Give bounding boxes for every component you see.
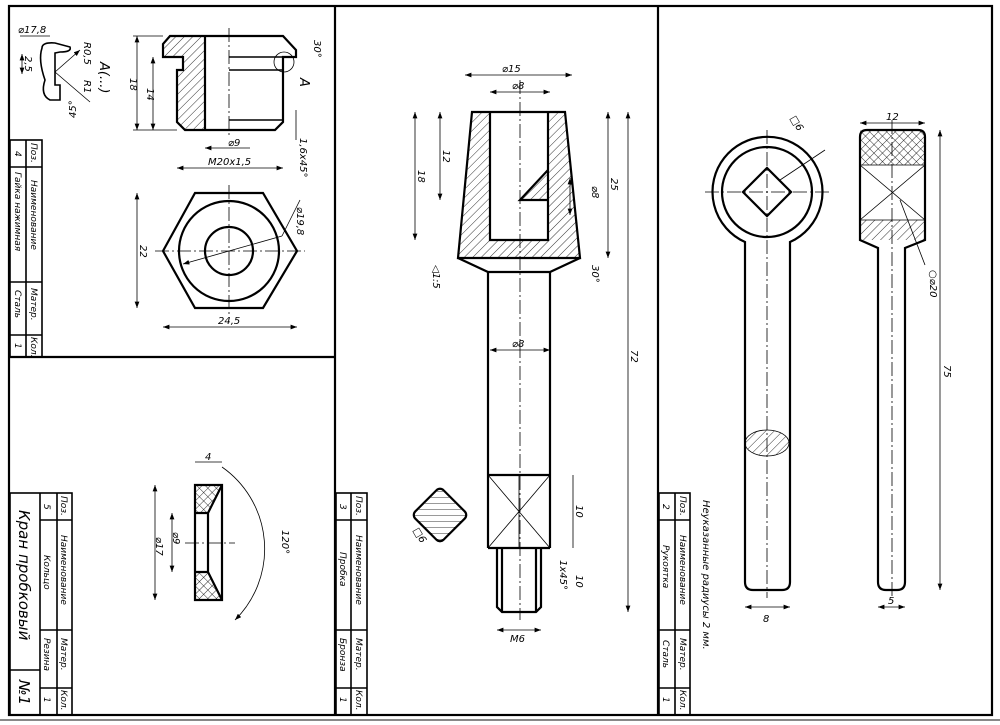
dim-d9: ⌀9 bbox=[228, 138, 240, 149]
nut-section-view: 18 14 ⌀9 M20x1,5 1,6x45° 30° A bbox=[127, 28, 322, 178]
hdr-name: Наименование bbox=[353, 535, 363, 605]
plug-view: ⌀15 ⌀8 18 12 ⌀8 25 30° ◁1:5 ⌀8 72 10 10 … bbox=[410, 64, 639, 645]
hdr-name: Наименование bbox=[677, 535, 687, 605]
spec-table-part-2: Поз. 2 Наименование Рукоятка Матер. Стал… bbox=[658, 492, 711, 716]
hdr-qty: Кол. bbox=[28, 337, 38, 358]
dim-m6: M6 bbox=[510, 634, 525, 645]
dim-4: 4 bbox=[205, 452, 211, 463]
name-value: Кольцо bbox=[41, 555, 51, 590]
handle-side-view: 12 ○⌀20 75 5 bbox=[858, 112, 952, 610]
dim-d8-shaft: ⌀8 bbox=[512, 339, 524, 350]
name-value: Пробка bbox=[337, 552, 347, 587]
qty-value: 1 bbox=[660, 697, 670, 703]
hdr-material: Матер. bbox=[353, 638, 363, 671]
dim-18: 18 bbox=[415, 170, 426, 183]
pos-value: 4 bbox=[12, 151, 22, 157]
dim-d20: ○⌀20 bbox=[927, 270, 938, 297]
dim-75: 75 bbox=[941, 365, 952, 378]
dim-d15: ⌀15 bbox=[502, 64, 521, 75]
name-value: Гайка нажимная bbox=[12, 172, 22, 252]
dim-8: 8 bbox=[763, 614, 769, 625]
hdr-pos: Поз. bbox=[28, 143, 38, 163]
dim-d198: ⌀19,8 bbox=[294, 207, 305, 235]
dim-d25: 2,5 bbox=[22, 56, 33, 72]
dim-12: 12 bbox=[886, 112, 899, 123]
dim-d8-hole: ⌀8 bbox=[589, 186, 600, 198]
dim-m20: M20x1,5 bbox=[208, 157, 251, 168]
dim-r05: R0,5 bbox=[81, 42, 92, 65]
material-value: Сталь bbox=[660, 640, 670, 668]
dim-45: 45° bbox=[68, 100, 79, 118]
qty-value: 1 bbox=[337, 697, 347, 703]
dim-r1: R1 bbox=[81, 80, 92, 93]
dim-245: 24,5 bbox=[218, 316, 240, 327]
pos-value: 3 bbox=[337, 504, 347, 510]
hdr-name: Наименование bbox=[28, 180, 38, 250]
dim-chamfer: 1x45° bbox=[557, 560, 568, 590]
dim-72: 72 bbox=[628, 350, 639, 363]
dim-10-thread: 10 bbox=[573, 575, 584, 588]
dim-taper: ◁1:5 bbox=[430, 265, 441, 289]
general-note: Неуказанные радиусы 2 мм. bbox=[700, 500, 711, 650]
spec-table-part-3: Поз. 3 Наименование Пробка Матер. Бронза… bbox=[335, 492, 368, 716]
dim-30: 30° bbox=[589, 265, 600, 283]
hdr-material: Матер. bbox=[677, 638, 687, 671]
plug-square-section bbox=[412, 487, 468, 543]
drawing-number: №1 bbox=[15, 679, 33, 705]
dim-chamfer: 1,6x45° bbox=[297, 138, 308, 178]
spec-table-part-4: Поз. 4 Наименование Гайка нажимная Матер… bbox=[9, 139, 43, 358]
qty-value: 1 bbox=[41, 697, 51, 703]
hdr-pos: Поз. bbox=[677, 496, 687, 516]
handle-front-view: 8 □6 bbox=[705, 114, 830, 625]
hdr-material: Матер. bbox=[58, 638, 68, 671]
detail-mark-a: A bbox=[296, 77, 311, 87]
dim-d9: ⌀9 bbox=[170, 532, 181, 544]
dim-5: 5 bbox=[888, 596, 894, 607]
view-a-label: A(...) bbox=[96, 61, 111, 93]
hdr-qty: Кол. bbox=[677, 690, 687, 711]
dim-d17: ⌀17 bbox=[153, 537, 164, 556]
sheet-frame bbox=[0, 4, 1000, 721]
pos-value: 5 bbox=[41, 504, 51, 510]
hdr-material: Матер. bbox=[28, 288, 38, 321]
dim-12: 12 bbox=[440, 150, 451, 163]
dim-18: 18 bbox=[127, 78, 138, 91]
hdr-qty: Кол. bbox=[353, 690, 363, 711]
title-block-main: Кран пробковый №1 Поз. 5 Наименование Ко… bbox=[9, 492, 73, 716]
nut-top-view: ⌀19,8 22 24,5 bbox=[134, 185, 305, 330]
ring-section-view: 4 ⌀9 ⌀17 120° bbox=[152, 452, 290, 621]
dim-22: 22 bbox=[137, 245, 148, 258]
hdr-qty: Кол. bbox=[58, 690, 68, 711]
material-value: Бронза bbox=[337, 638, 347, 672]
drawing-title: Кран пробковый bbox=[15, 510, 33, 641]
dim-d178: ⌀17,8 bbox=[18, 25, 46, 36]
dim-10-square: 10 bbox=[573, 505, 584, 518]
pos-value: 2 bbox=[660, 504, 670, 510]
hdr-pos: Поз. bbox=[58, 496, 68, 516]
dim-sq6: □6 bbox=[787, 114, 804, 133]
dim-120: 120° bbox=[279, 530, 290, 554]
material-value: Резина bbox=[41, 638, 51, 671]
name-value: Рукоятка bbox=[660, 545, 670, 588]
material-value: Сталь bbox=[12, 290, 22, 318]
dim-30: 30° bbox=[311, 40, 322, 58]
dim-25: 25 bbox=[608, 178, 619, 191]
qty-value: 1 bbox=[12, 343, 22, 349]
dim-d8-top: ⌀8 bbox=[512, 81, 524, 92]
dim-14: 14 bbox=[144, 88, 155, 101]
hdr-pos: Поз. bbox=[353, 496, 363, 516]
nut-detail-a: ⌀17,8 R0,5 R1 2,5 45° A(...) bbox=[18, 25, 111, 118]
hdr-name: Наименование bbox=[58, 535, 68, 605]
